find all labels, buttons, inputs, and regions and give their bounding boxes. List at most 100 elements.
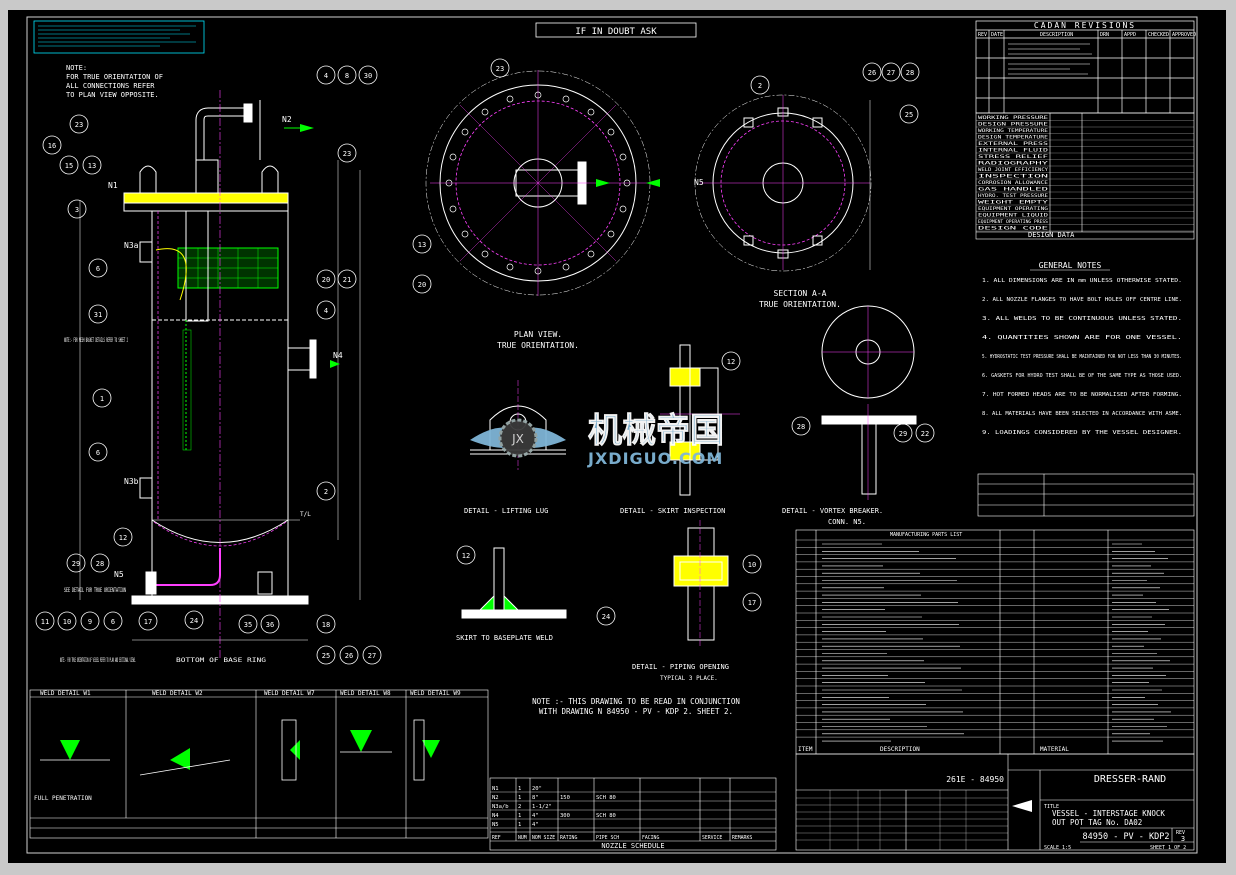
design-row-label: EQUIPMENT OPERATING PRESS — [978, 219, 1048, 225]
balloon-36: 36 — [266, 621, 274, 629]
section-view-subtitle: TRUE ORIENTATION. — [759, 300, 841, 309]
nozzle-cell: 1-1/2" — [532, 804, 552, 810]
design-row-label: CORROSION ALLOWANCE — [978, 180, 1048, 186]
section-view — [694, 94, 872, 272]
balloon-28: 28 — [96, 560, 104, 568]
skirt-inspection-title: DETAIL - SKIRT INSPECTION — [620, 507, 725, 515]
client-block — [977, 473, 1195, 517]
arrow-n2-icon — [300, 124, 314, 132]
rev-header-approved: APPROVED — [1172, 32, 1196, 38]
nozzle-cell: 1 — [518, 822, 521, 828]
nozzle-header-rating: RATING — [560, 835, 577, 841]
design-row-label: DESIGN TEMPERATURE — [978, 135, 1048, 141]
baseplate-balloon-24: 24 — [602, 613, 610, 621]
design-row-label: EQUIPMENT LIQUID — [978, 213, 1048, 219]
revisions-title: CADAN REVISIONS — [1034, 21, 1136, 30]
design-row-label: HYDRO. TEST PRESSURE — [978, 193, 1048, 199]
balloon-35: 35 — [244, 621, 252, 629]
design-row-label: WORKING PRESSURE — [978, 115, 1048, 121]
note-line-1: FOR TRUE ORIENTATION OF — [66, 73, 163, 81]
nozzle-cell: 4" — [532, 813, 539, 819]
design-row-label: RADIOGRAPHY — [978, 161, 1049, 167]
balloon-5: 6 — [111, 618, 115, 626]
balloon-21: 21 — [343, 276, 351, 284]
nozzle-cell: N1 — [492, 786, 499, 792]
watermark-url: JXDIGUO.COM — [587, 449, 723, 468]
weld-detail-w7: WELD DETAIL W7 — [264, 690, 315, 697]
balloon-13: 13 — [88, 162, 96, 170]
weld-detail-w2: WELD DETAIL W2 — [152, 690, 203, 697]
general-notes-title: GENERAL NOTES — [1039, 261, 1102, 270]
balloon-8: 8 — [345, 72, 349, 80]
nozzle-header-pipe-sch: PIPE SCH — [596, 835, 619, 841]
nozzle-schedule-table — [489, 777, 777, 851]
sheet-border — [26, 16, 1198, 854]
balloon-16: 16 — [48, 142, 56, 150]
nozzle-cell: SCH 80 — [596, 795, 616, 801]
bottom-label: BOTTOM OF BASE RING — [176, 657, 266, 664]
balloon-24: 24 — [190, 617, 198, 625]
plan-balloon-23: 23 — [496, 65, 504, 73]
rev-value: 3 — [1181, 835, 1185, 843]
general-note-item: 5. HYDROSTATIC TEST PRESSURE SHALL BE MA… — [982, 354, 1182, 360]
title-label: TITLE — [1044, 804, 1059, 810]
nozzle-cell: N5 — [492, 822, 499, 828]
general-note-item: 7. HOT FORMED HEADS ARE TO BE NORMALISED… — [982, 392, 1182, 398]
nozzle-header-service: SERVICE — [702, 835, 722, 841]
notes-block-cyan — [33, 20, 205, 54]
drawing-note-1: NOTE :- THIS DRAWING TO BE READ IN CONJU… — [532, 697, 740, 706]
weld-detail-w8: WELD DETAIL W8 — [340, 690, 391, 697]
general-note-item: 6. GASKETS FOR HYDRO TEST SHALL BE OF TH… — [982, 373, 1182, 379]
balloon-11: 11 — [41, 618, 49, 626]
nozzle-cell: N2 — [492, 795, 499, 801]
general-note-item: 1. ALL DIMENSIONS ARE IN mm UNLESS OTHER… — [982, 278, 1182, 284]
design-row-label: DESIGN PRESSURE — [978, 122, 1048, 128]
section-balloon-28: 28 — [906, 69, 914, 77]
title-line-1: VESSEL - INTERSTAGE KNOCK — [1052, 809, 1165, 818]
nozzle-cell: 1 — [518, 795, 521, 801]
design-row-label: WELD JOINT EFFICIENCY — [978, 167, 1048, 173]
balloon-27: 27 — [368, 652, 376, 660]
gear-icon — [498, 418, 538, 458]
note-line-3: TO PLAN VIEW OPPOSITE. — [66, 91, 159, 99]
design-row-label: WEIGHT EMPTY — [978, 200, 1048, 206]
svg-text:JX: JX — [511, 432, 524, 446]
balloon-4: 4 — [324, 72, 328, 80]
vortex-breaker-detail — [821, 305, 917, 500]
balloon-15: 15 — [65, 162, 73, 170]
title-line-2: OUT POT TAG No. DA02 — [1052, 818, 1142, 827]
nozzle-cell: SCH 80 — [596, 813, 616, 819]
piping-balloon-17: 17 — [748, 599, 756, 607]
balloon-9: 9 — [88, 618, 92, 626]
plan-bolt-holes — [445, 91, 631, 275]
drawing-area — [8, 10, 1226, 863]
nozzle-cell: 4" — [532, 822, 539, 828]
balloon-23b: 23 — [343, 150, 351, 158]
balloon-1: 1 — [100, 395, 104, 403]
general-note-item: 8. ALL MATERIALS HAVE BEEN SELECTED IN A… — [982, 411, 1182, 417]
design-row-label: WORKING TEMPERATURE — [978, 128, 1048, 134]
piping-title: DETAIL - PIPING OPENING — [632, 663, 729, 671]
nozzle-n3a: N3a — [124, 241, 139, 250]
section-balloon-27: 27 — [887, 69, 895, 77]
nozzle-cell: 1 — [518, 786, 521, 792]
balloon-3: 3 — [75, 206, 79, 214]
nozzle-n5: N5 — [114, 570, 124, 579]
note-title: NOTE: — [66, 64, 87, 72]
vortex-title: DETAIL - VORTEX BREAKER. — [782, 507, 883, 515]
skirt-note: SEE DETAIL FOR TRUE ORIENTATION — [64, 587, 126, 594]
nozzle-n3b: N3b — [124, 477, 139, 486]
general-note-item: 4. QUANTITIES SHOWN ARE FOR ONE VESSEL. — [982, 335, 1182, 341]
lifting-lug-title: DETAIL - LIFTING LUG — [464, 507, 548, 515]
arrow-n4-icon — [330, 360, 340, 368]
rev-header-date: DATE — [991, 32, 1003, 38]
design-data-title: DESIGN DATA — [1028, 231, 1075, 239]
tl-label: T/L — [300, 511, 311, 518]
elevation-view — [79, 90, 361, 660]
vortex-balloon-22: 22 — [921, 430, 929, 438]
nozzle-cell: N4 — [492, 813, 499, 819]
rev-header-description: DESCRIPTION — [1040, 32, 1073, 38]
section-view-title: SECTION A-A — [774, 289, 827, 298]
orientation-note: NOTE:- FOR TRUE ORIENTATION OF VESSEL RE… — [60, 657, 136, 664]
